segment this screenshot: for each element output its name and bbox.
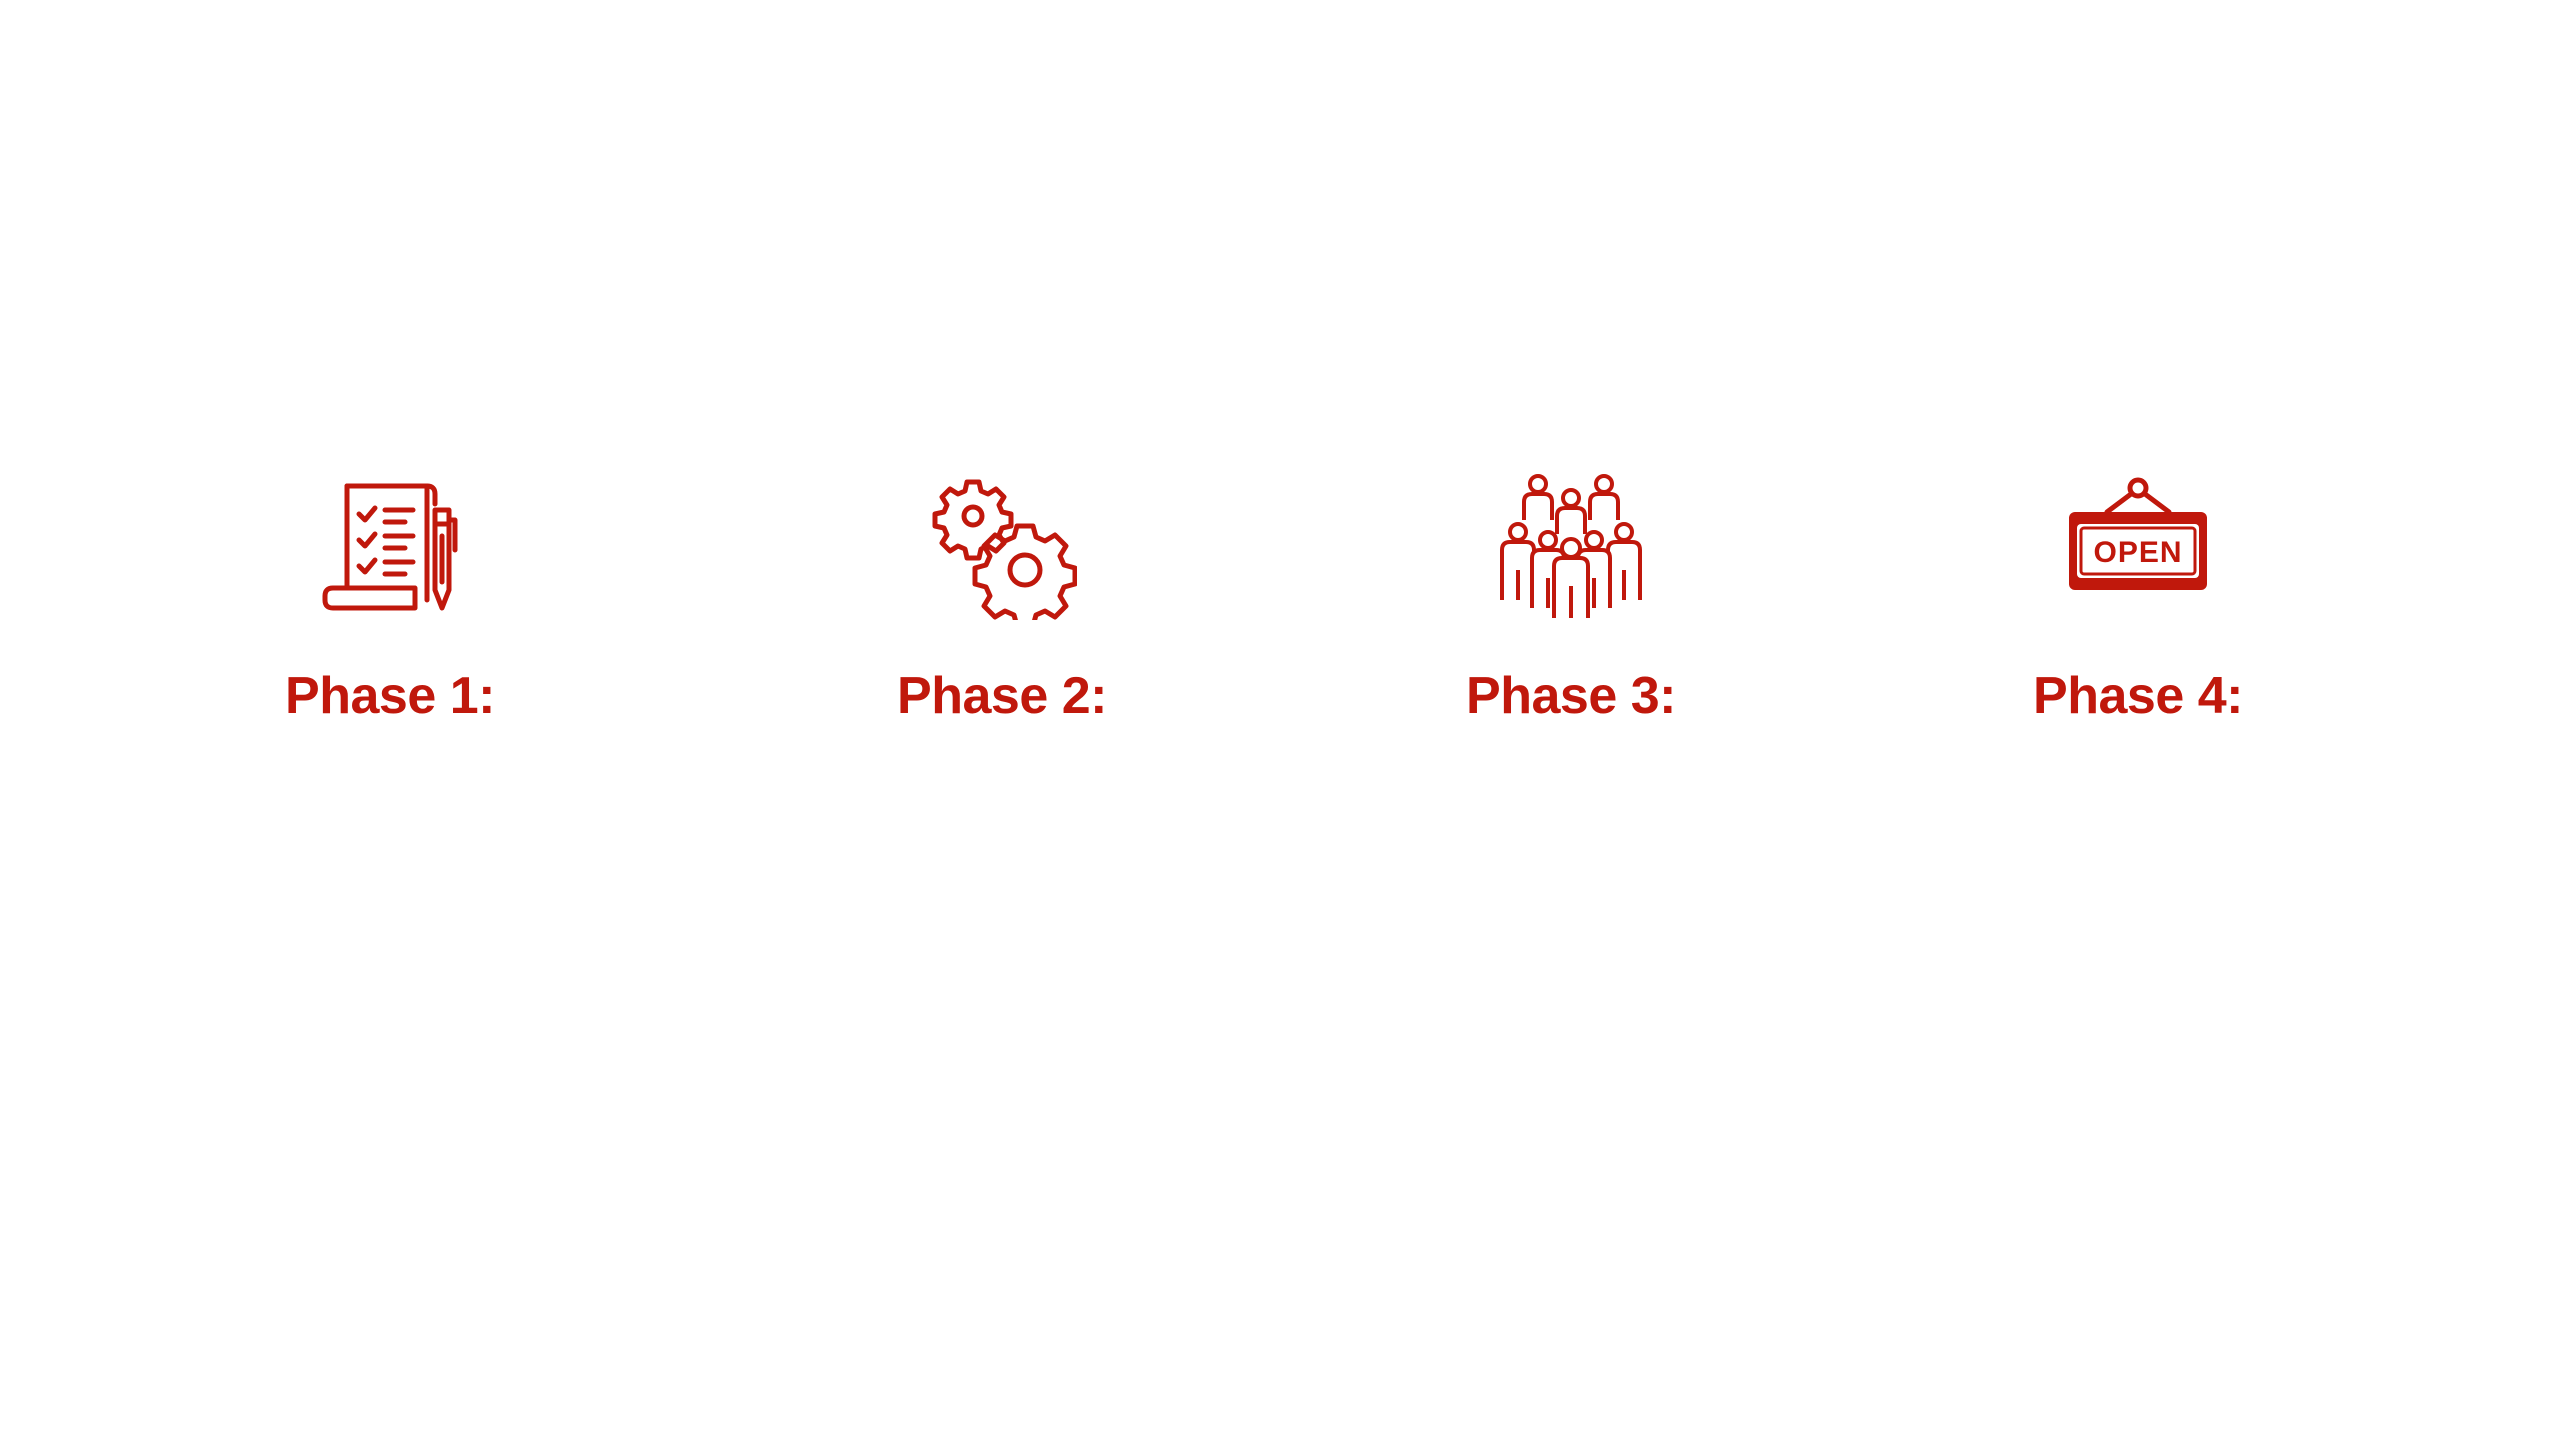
gears-icon xyxy=(792,470,1212,620)
phase-3-label: Phase 3: xyxy=(1466,667,1676,725)
phase-3: Phase 3: xyxy=(1361,470,1781,750)
phase-1-label: Phase 1: xyxy=(285,667,495,725)
people-group-icon xyxy=(1361,470,1781,620)
phase-2: Phase 2: xyxy=(792,470,1212,750)
phase-2-label: Phase 2: xyxy=(897,667,1107,725)
open-sign-text: OPEN xyxy=(2093,536,2182,569)
phase-4-label: Phase 4: xyxy=(2033,667,2243,725)
phase-4: OPEN Phase 4: xyxy=(1928,470,2348,750)
checklist-document-pen-icon xyxy=(180,470,600,620)
phase-1: Phase 1: xyxy=(180,470,600,750)
open-sign-icon: OPEN xyxy=(1928,470,2348,620)
